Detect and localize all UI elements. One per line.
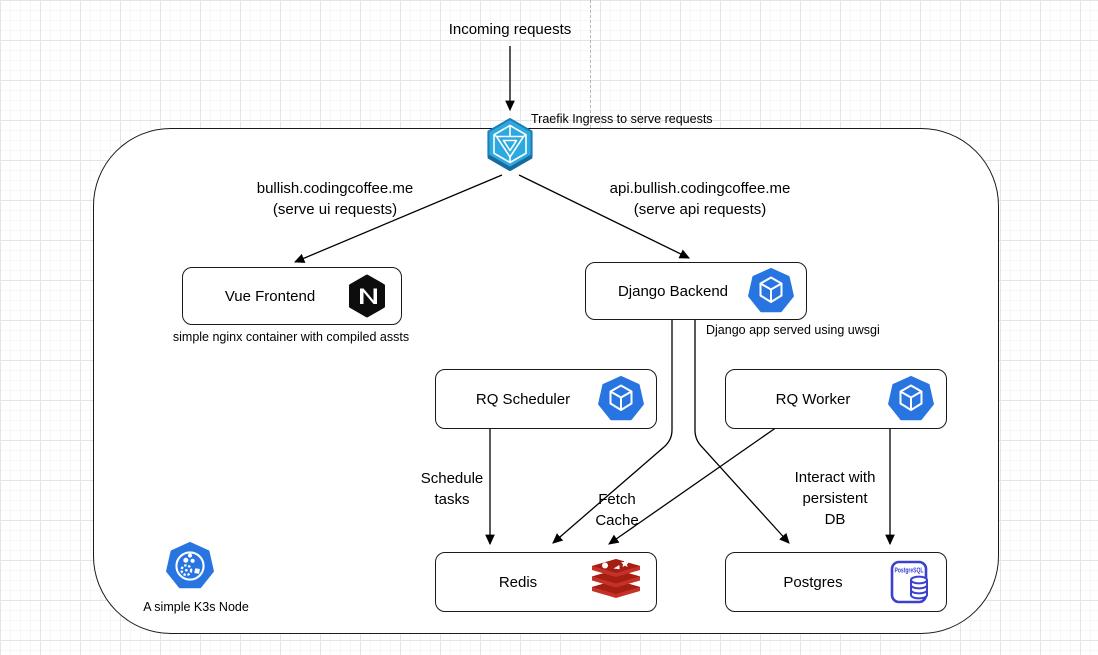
k8s-pod-icon	[598, 376, 644, 422]
node-label: Redis	[498, 573, 538, 591]
node-label: Postgres	[783, 573, 843, 591]
postgresql-icon-text: PostgreSQL	[895, 566, 924, 575]
page-boundary-line	[590, 0, 591, 128]
k8s-pod-icon	[748, 268, 794, 314]
nginx-icon	[345, 274, 389, 318]
incoming-requests-label: Incoming requests	[448, 21, 572, 38]
route-api-label: api.bullish.codingcoffee.me (serve api r…	[609, 180, 791, 218]
node-rq-scheduler: RQ Scheduler	[435, 369, 657, 429]
uwsgi-note: Django app served using uwsgi	[706, 323, 880, 337]
edge-label-schedule-tasks: Schedule tasks	[420, 470, 484, 508]
nginx-note: simple nginx container with compiled ass…	[172, 330, 410, 344]
node-django-backend: Django Backend	[585, 262, 807, 320]
k8s-pod-icon	[888, 376, 934, 422]
node-rq-worker: RQ Worker	[725, 369, 947, 429]
edge-label-fetch-cache: Fetch Cache	[595, 491, 639, 529]
node-redis: Redis	[435, 552, 657, 612]
node-vue-frontend: Vue Frontend	[182, 267, 402, 325]
k3s-node-icon	[166, 542, 214, 590]
traefik-ingress-icon	[483, 117, 537, 171]
edge-label-interact-db: Interact with persistent DB	[794, 469, 876, 528]
node-label: Vue Frontend	[224, 287, 316, 305]
traefik-note: Traefik Ingress to serve requests	[531, 112, 713, 126]
node-label: RQ Scheduler	[475, 390, 571, 408]
node-label: RQ Worker	[775, 390, 851, 408]
route-ui-label: bullish.codingcoffee.me (serve ui reques…	[256, 180, 414, 218]
node-label: Django Backend	[617, 282, 729, 300]
redis-icon	[588, 559, 644, 605]
k3s-note: A simple K3s Node	[143, 600, 249, 614]
node-postgres: Postgres PostgreSQL	[725, 552, 947, 612]
postgresql-icon: PostgreSQL	[888, 558, 934, 606]
